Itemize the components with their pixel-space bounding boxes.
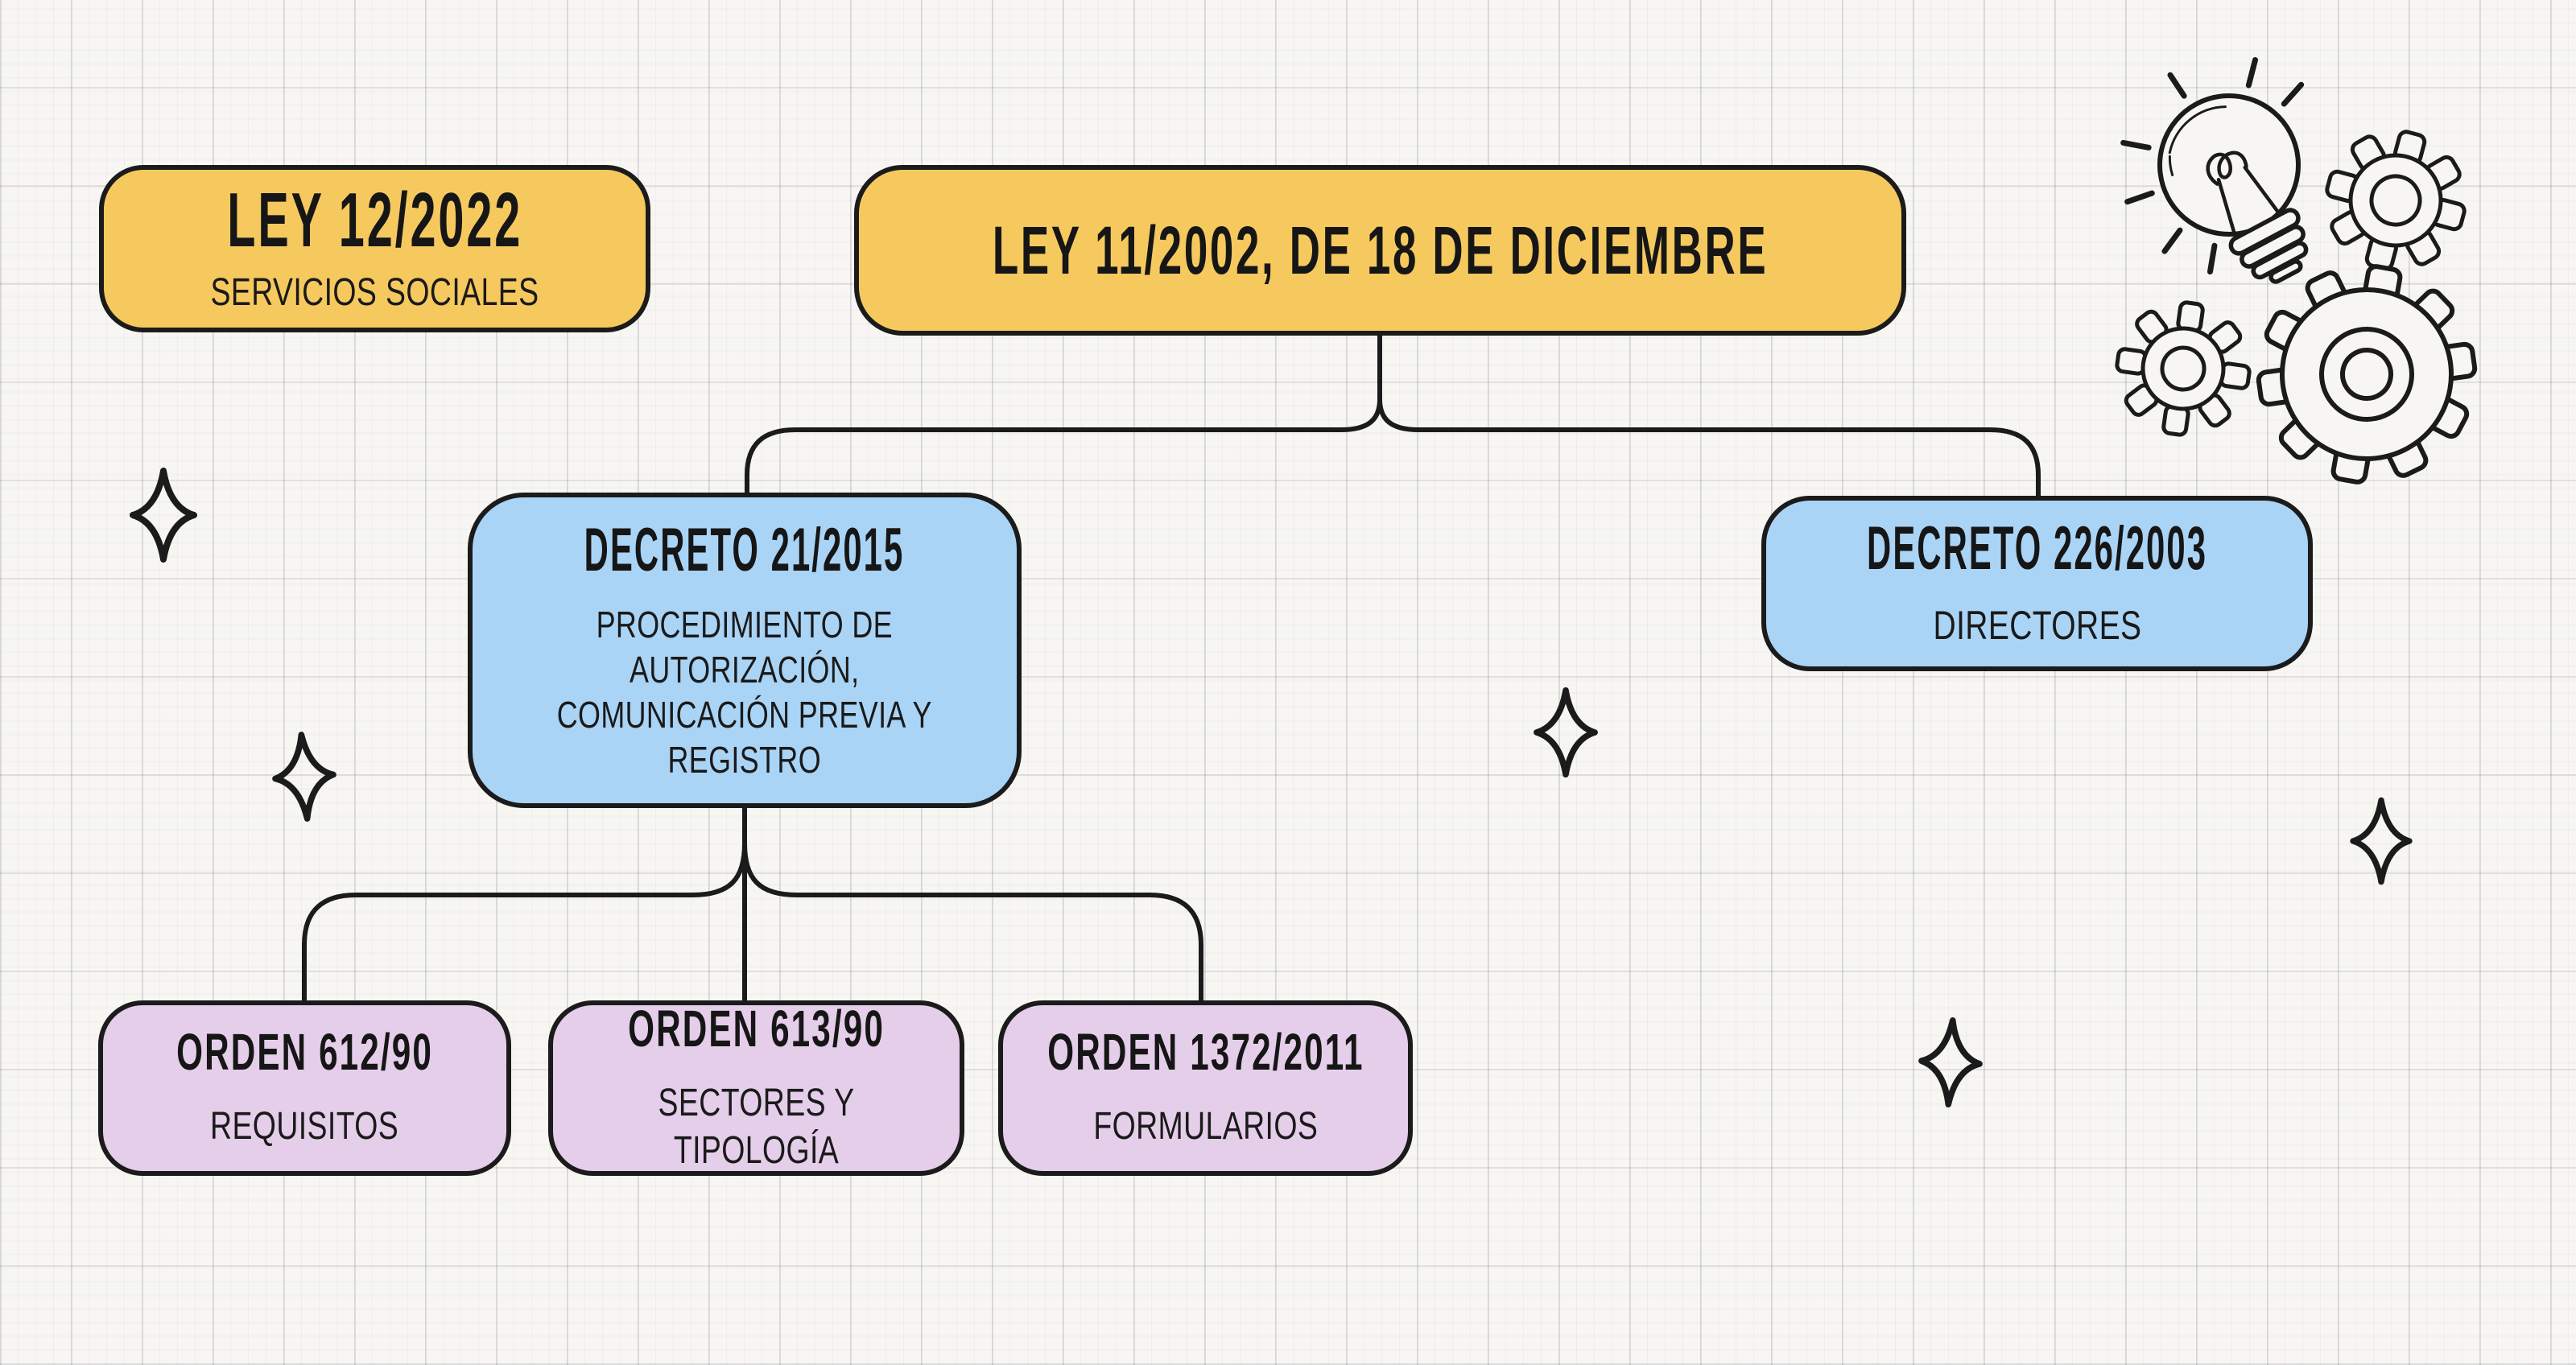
gear-icon <box>2325 130 2467 271</box>
node-subtitle: SERVICIOS SOCIALES <box>210 271 539 315</box>
lightbulb-doodle <box>2120 56 2309 284</box>
sparkle-icon <box>133 471 194 559</box>
node-ley-12-2022[interactable]: LEY 12/2022 SERVICIOS SOCIALES <box>99 165 650 332</box>
gear-icon <box>2115 300 2252 437</box>
node-subtitle: FORMULARIOS <box>1093 1105 1318 1148</box>
node-subtitle: SECTORES Y TIPOLOGÍA <box>658 1082 855 1172</box>
connector-ley11-decreto21 <box>745 331 1382 496</box>
node-decreto-21-2015[interactable]: DECRETO 21/2015 PROCEDIMIENTO DE AUTORIZ… <box>468 493 1022 808</box>
connector-lines <box>302 331 2041 1004</box>
node-orden-613-90[interactable]: ORDEN 613/90 SECTORES Y TIPOLOGÍA <box>548 1000 964 1176</box>
node-title: ORDEN 612/90 <box>176 1023 433 1082</box>
node-title: DECRETO 226/2003 <box>1867 513 2208 583</box>
connector-ley11-decreto226 <box>1377 397 2041 499</box>
node-title: LEY 11/2002, DE 18 DE DICIEMBRE <box>992 212 1769 288</box>
lightbulb-rays <box>2120 56 2305 275</box>
node-subtitle: PROCEDIMIENTO DE AUTORIZACIÓN, COMUNICAC… <box>556 603 933 781</box>
node-orden-1372-2011[interactable]: ORDEN 1372/2011 FORMULARIOS <box>998 1000 1413 1176</box>
sparkle-icon <box>2353 800 2409 881</box>
sparkle-icon <box>1919 1019 1982 1106</box>
node-ley-11-2002[interactable]: LEY 11/2002, DE 18 DE DICIEMBRE <box>854 165 1906 336</box>
gear-icon <box>2256 264 2478 485</box>
node-subtitle: DIRECTORES <box>1933 603 2141 649</box>
connector-decreto21-orden1372 <box>742 841 1203 1004</box>
node-decreto-226-2003[interactable]: DECRETO 226/2003 DIRECTORES <box>1761 496 2313 671</box>
node-title: DECRETO 21/2015 <box>584 515 905 584</box>
sparkle-icon <box>1537 691 1595 775</box>
node-subtitle: REQUISITOS <box>210 1105 399 1148</box>
node-title: LEY 12/2022 <box>227 177 522 264</box>
node-title: ORDEN 613/90 <box>628 999 885 1058</box>
node-orden-612-90[interactable]: ORDEN 612/90 REQUISITOS <box>98 1000 511 1176</box>
node-title: ORDEN 1372/2011 <box>1046 1023 1364 1082</box>
connector-decreto21-orden612 <box>302 841 747 1004</box>
sparkle-icon <box>272 732 336 820</box>
